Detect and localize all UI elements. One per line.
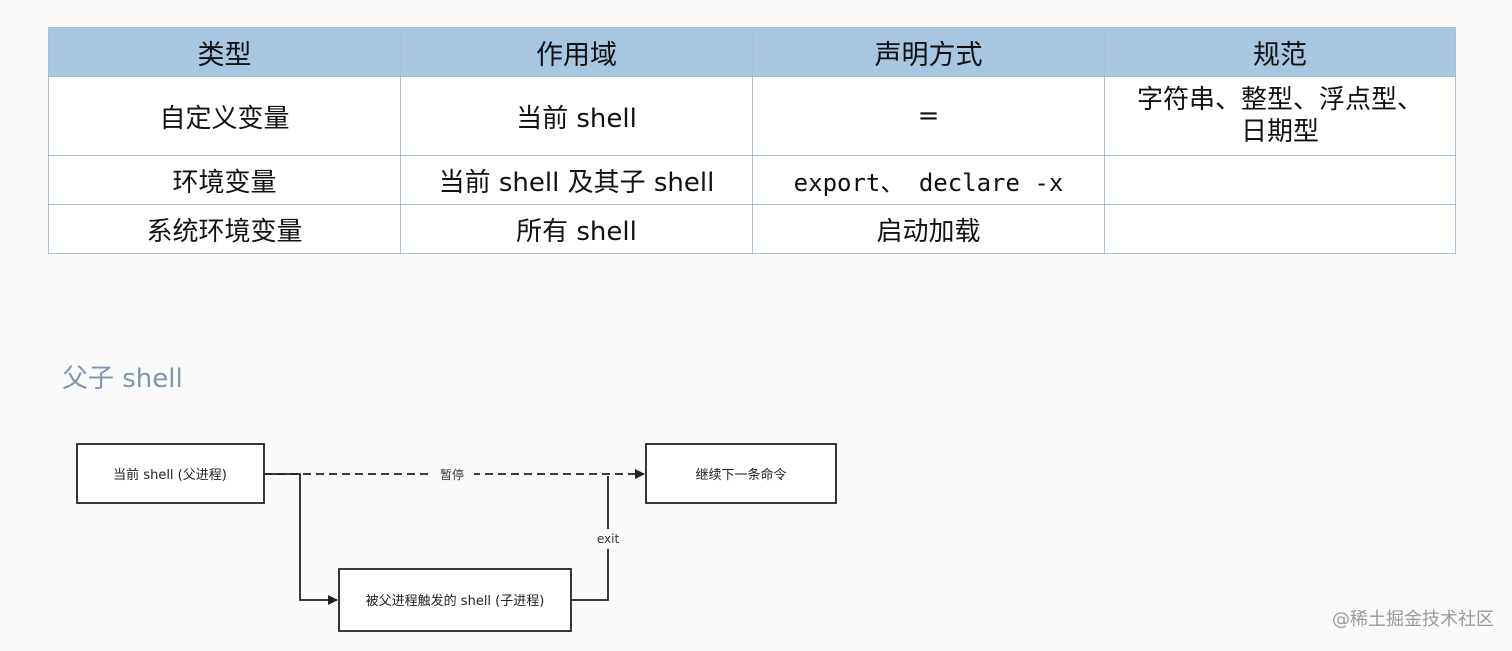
next-command-node: 继续下一条命令: [645, 443, 837, 504]
cell-declare: 启动加载: [752, 204, 1105, 254]
child-node-label: 被父进程触发的 shell (子进程): [366, 593, 545, 609]
header-spec: 规范: [1104, 27, 1456, 77]
pause-label: 暂停: [440, 467, 464, 482]
header-type: 类型: [48, 27, 401, 77]
cell-scope: 所有 shell: [400, 204, 753, 254]
table-header-row: 类型 作用域 声明方式 规范: [48, 27, 1456, 77]
table-row: 系统环境变量 所有 shell 启动加载: [48, 204, 1456, 254]
exit-label-bg: [590, 529, 628, 549]
parent-node-label: 当前 shell (父进程): [113, 467, 227, 483]
spawn-edge: [264, 473, 338, 605]
child-process-node: 被父进程触发的 shell (子进程): [338, 568, 572, 632]
cell-type: 系统环境变量: [48, 204, 401, 254]
parent-process-node: 当前 shell (父进程): [76, 443, 265, 504]
header-scope: 作用域: [400, 27, 753, 77]
cell-scope: 当前 shell: [400, 76, 753, 156]
child-node-box: [338, 568, 572, 632]
next-node-label: 继续下一条命令: [695, 467, 786, 483]
next-node-box: [645, 443, 837, 504]
parent-node-box: [76, 443, 265, 504]
cell-scope: 当前 shell 及其子 shell: [400, 155, 753, 205]
cell-spec: [1104, 204, 1456, 254]
cell-type: 环境变量: [48, 155, 401, 205]
variable-types-table: 类型 作用域 声明方式 规范 自定义变量 当前 shell = 字符串、整型、浮…: [48, 27, 1456, 254]
section-title: 父子 shell: [62, 364, 183, 394]
cell-declare: export、 declare -x: [752, 155, 1105, 205]
spec-line: 日期型: [1240, 117, 1319, 147]
spec-line: 字符串、整型、浮点型、: [1136, 85, 1423, 115]
cell-declare: =: [752, 76, 1105, 156]
exit-edge: [571, 476, 609, 601]
table-row: 自定义变量 当前 shell = 字符串、整型、浮点型、 日期型: [48, 76, 1456, 156]
cell-spec: 字符串、整型、浮点型、 日期型: [1104, 76, 1456, 156]
exit-label: exit: [597, 532, 620, 546]
watermark: @稀土掘金技术社区: [1332, 609, 1494, 630]
pause-label-bg: [430, 464, 474, 484]
cell-type: 自定义变量: [48, 76, 401, 156]
